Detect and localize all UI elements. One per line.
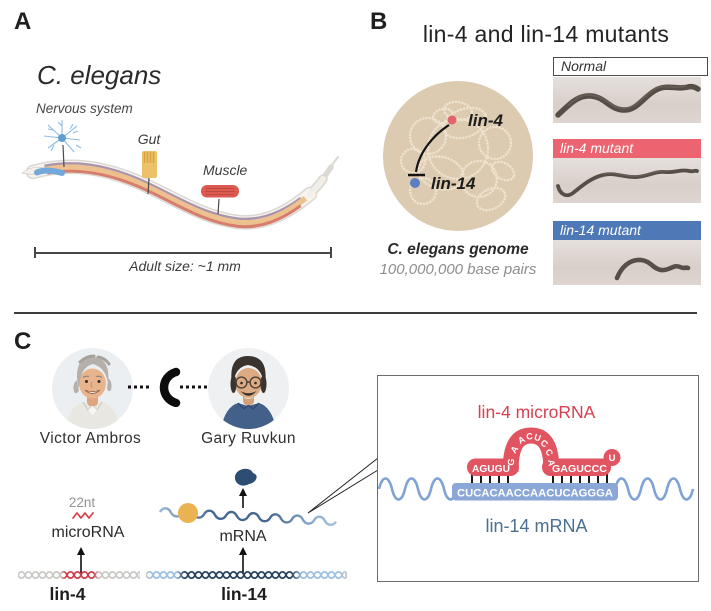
section-divider xyxy=(14,312,697,314)
genome-circle xyxy=(383,81,533,231)
lin4-gene-name: lin-4 xyxy=(49,584,86,604)
mrna-sequence-text: CUCACAACCAACUCAGGGA xyxy=(457,488,613,500)
neuron-pointer-line xyxy=(62,144,65,168)
photo-label-lin14-mutant: lin-14 mutant xyxy=(553,221,701,240)
svg-text:U: U xyxy=(533,432,542,444)
mrna-wave-inset xyxy=(378,477,695,501)
svg-text:G: G xyxy=(505,458,516,467)
ribosome-icon xyxy=(178,503,198,523)
dotted-line-left xyxy=(128,385,149,389)
mirna-loop-letters: G A A C U C C A xyxy=(505,431,556,467)
worm-body xyxy=(21,155,340,230)
mirna-seq-right-text: GAGUCCC xyxy=(552,464,607,475)
mrna-sequence-bar xyxy=(452,483,618,501)
photo-lin4-mutant xyxy=(553,158,701,203)
lin14-gene-label: lin-14 xyxy=(431,174,476,193)
svg-text:A: A xyxy=(546,459,557,467)
avatar-victor-ambros xyxy=(52,348,133,429)
gut-label: Gut xyxy=(137,131,161,147)
mrna-type-label: mRNA xyxy=(219,528,267,545)
lin4-gene-dot xyxy=(447,115,457,125)
genome-squiggles xyxy=(399,100,516,212)
panel-b-title: lin-4 and lin-14 mutants xyxy=(422,21,670,47)
svg-text:A: A xyxy=(516,434,527,446)
scale-caption: Adult size: ~1 mm xyxy=(129,258,241,274)
inhibition-arrow xyxy=(414,124,450,173)
lin14-gene-dot xyxy=(410,178,420,188)
scale-bar xyxy=(35,252,331,254)
duplex-diagram: CUCACAACCAACUCAGGGA AGUGU GAGUCCC G A A … xyxy=(378,427,695,501)
mirna-seq-left-text: AGUGU xyxy=(472,464,510,475)
gut-icon xyxy=(142,151,157,195)
base-pair-ticks xyxy=(471,474,608,484)
lin14-dna-strand xyxy=(146,571,348,579)
svg-text:C: C xyxy=(526,431,534,442)
inset-title: lin-4 microRNA xyxy=(477,402,596,422)
genome-caption-line1: C. elegans genome xyxy=(387,241,529,258)
mrna-arrow-up xyxy=(239,547,247,574)
genome-caption-line2: 100,000,000 base pairs xyxy=(379,261,537,278)
mirna-seq-tail-text: U xyxy=(609,453,616,464)
protein-icon xyxy=(234,468,257,486)
photo-label-normal: Normal xyxy=(553,57,708,76)
avatar-gary-ruvkun xyxy=(208,348,289,429)
svg-text:C: C xyxy=(543,447,555,458)
photo-label-lin4-mutant: lin-4 mutant xyxy=(553,139,701,158)
neuron-icon xyxy=(43,120,82,153)
mrna-illustration xyxy=(158,468,338,527)
nervous-system-label: Nervous system xyxy=(36,101,133,116)
zoom-wedge-lines xyxy=(307,457,379,514)
mirna-squiggle-icon xyxy=(72,512,94,519)
photo-lin14-mutant xyxy=(553,240,701,285)
photo-normal xyxy=(553,77,701,123)
lin14-gene-name: lin-14 xyxy=(221,584,267,604)
scientist-name-ambros: Victor Ambros xyxy=(39,430,142,447)
mirna-arrow-up xyxy=(77,547,85,574)
panel-a-title: C. elegans xyxy=(37,60,162,90)
panel-c-label: C xyxy=(14,328,32,355)
mirna-type-label: microRNA xyxy=(51,524,125,541)
scale-bar-tick-left xyxy=(34,247,36,258)
phone-icon xyxy=(159,367,181,407)
panel-a-label: A xyxy=(14,8,32,35)
muscle-icon xyxy=(201,185,239,215)
worm-illustration xyxy=(21,120,340,230)
scientist-name-ruvkun: Gary Ruvkun xyxy=(201,430,296,447)
inset-bottom-label: lin-14 mRNA xyxy=(485,516,588,536)
muscle-label: Muscle xyxy=(203,162,248,178)
mirna-structure: AGUGU GAGUCCC G A A C U C C A U xyxy=(467,427,621,476)
inset-box: lin-4 microRNA CUCACAACCAACUCAGGGA AGUGU… xyxy=(377,375,699,582)
lin4-dna-strand xyxy=(18,571,140,579)
svg-text:C: C xyxy=(539,438,551,450)
svg-text:A: A xyxy=(508,444,520,455)
mirna-size-label: 22nt xyxy=(68,495,96,510)
panel-b-label: B xyxy=(370,8,388,35)
scale-bar-tick-right xyxy=(330,247,332,258)
lin4-gene-label: lin-4 xyxy=(468,111,503,130)
dotted-line-right xyxy=(180,385,207,389)
